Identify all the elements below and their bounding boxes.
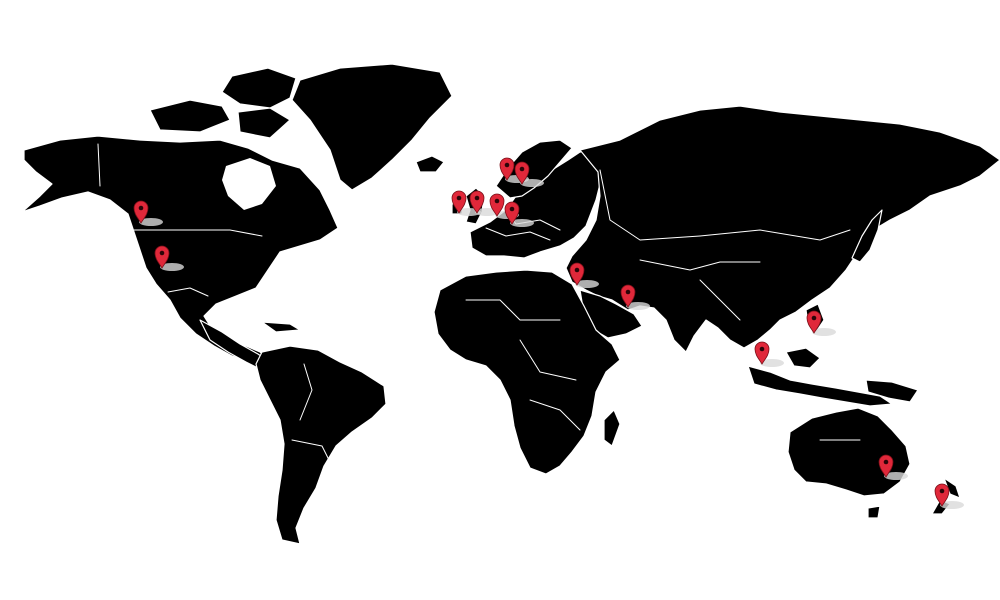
map-pin-dubai[interactable] — [620, 284, 650, 310]
map-pin-shadow — [812, 328, 836, 336]
country-borders — [97, 143, 861, 471]
map-pin-shadow — [139, 218, 163, 226]
map-pin-berlin[interactable] — [504, 201, 534, 227]
landmass-iceland — [415, 155, 445, 173]
map-pin-icon — [504, 201, 520, 225]
landmass-arctic-islands — [149, 67, 297, 139]
map-pin-dot — [494, 198, 500, 204]
map-pin-dot — [519, 166, 525, 172]
map-pin-stockholm[interactable] — [514, 161, 544, 187]
map-pin-shadow — [160, 263, 184, 271]
map-pin-dot — [574, 267, 580, 273]
map-pin-dot — [625, 289, 631, 295]
map-pin-dot — [474, 195, 480, 201]
map-pin-dot — [759, 346, 765, 352]
hudson-bay — [222, 158, 276, 210]
map-pin-shadow — [884, 472, 908, 480]
map-pin-manila[interactable] — [806, 310, 836, 336]
landmass-greenland — [291, 63, 453, 191]
map-pin-shadow — [520, 179, 544, 187]
map-pin-icon — [806, 310, 822, 334]
map-pin-dot — [939, 488, 945, 494]
map-pin-shadow — [940, 501, 964, 509]
landmass-asia — [565, 105, 1000, 353]
map-pin-shadow — [760, 359, 784, 367]
map-pin-shadow — [510, 219, 534, 227]
map-pin-icon — [489, 193, 505, 217]
map-pin-icon — [754, 341, 770, 365]
landmass-madagascar — [603, 409, 621, 447]
map-pin-icon — [154, 245, 170, 269]
map-pin-shadow — [626, 302, 650, 310]
map-pin-vancouver[interactable] — [133, 200, 163, 226]
landmass-new-guinea — [865, 379, 919, 403]
landmass-southeast-asia-islands — [747, 303, 893, 407]
landmass-scandinavia — [495, 139, 573, 199]
map-pin-icon — [451, 190, 467, 214]
map-pin-tel-aviv[interactable] — [569, 262, 599, 288]
map-pin-dot — [456, 195, 462, 201]
map-pin-icon — [469, 190, 485, 214]
map-pin-icon — [620, 284, 636, 308]
location-markers — [133, 157, 964, 509]
map-pin-singapore[interactable] — [754, 341, 784, 367]
map-pin-dot — [504, 162, 510, 168]
map-pin-icon — [133, 200, 149, 224]
map-pin-auckland[interactable] — [934, 483, 964, 509]
map-pin-dot — [509, 206, 515, 212]
map-pin-dot — [883, 459, 889, 465]
map-pin-dot — [159, 250, 165, 256]
map-pin-shadow — [575, 280, 599, 288]
landmass-south-america — [255, 345, 387, 545]
map-pin-icon — [878, 454, 894, 478]
landmass-tasmania — [867, 505, 881, 519]
map-pin-icon — [499, 157, 515, 181]
map-pin-dot — [811, 315, 817, 321]
map-pin-icon — [934, 483, 950, 507]
map-pin-sydney[interactable] — [878, 454, 908, 480]
map-pin-dot — [138, 205, 144, 211]
map-pin-icon — [514, 161, 530, 185]
landmass-australia — [787, 407, 911, 497]
map-pin-icon — [569, 262, 585, 286]
map-pin-san-francisco[interactable] — [154, 245, 184, 271]
landmass-japan — [851, 209, 883, 263]
